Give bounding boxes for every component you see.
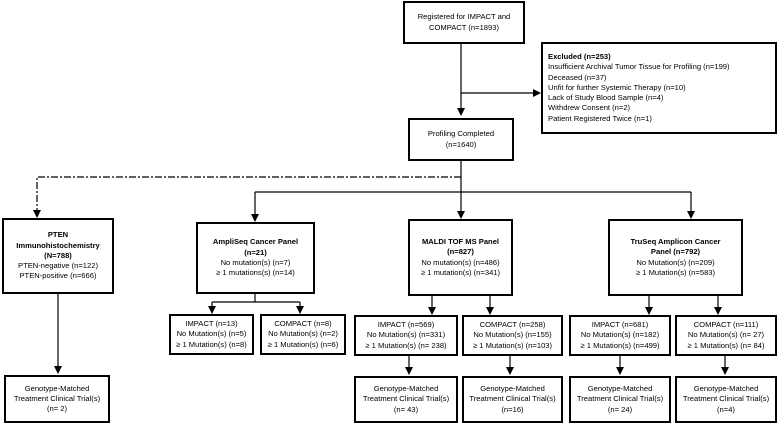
pten-negative: PTEN-negative (n=122) <box>18 261 98 271</box>
excluded-reason: Unfit for further Systemic Therapy (n=10… <box>548 82 686 92</box>
maldi-compact-box: COMPACT (n=258) No Mutation(s) (n=155) ≥… <box>462 315 563 356</box>
registered-box: Registered for IMPACT and COMPACT (n=189… <box>403 1 525 44</box>
trial-line1: Genotype-Matched <box>693 384 759 394</box>
sub-some: ≥ 1 Mutation(s) (n= 238) <box>365 340 447 350</box>
maldi-none: No mutation(s) (n=486) <box>421 257 500 267</box>
trial-box-truseq-compact: Genotype-Matched Treatment Clinical Tria… <box>675 376 777 423</box>
ampliseq-some: ≥ 1 mutations(s) (n=14) <box>216 268 295 278</box>
trial-line1: Genotype-Matched <box>587 384 653 394</box>
ampliseq-none: No mutation(s) (n=7) <box>220 258 291 267</box>
trial-line2: Treatment Clinical Trial(s) <box>576 394 664 404</box>
maldi-impact-box: IMPACT (n=569) No Mutation(s) (n=331) ≥ … <box>354 315 458 356</box>
pten-n: (N=788) <box>44 250 72 260</box>
excluded-reason: Patient Registered Twice (n=1) <box>548 113 652 123</box>
sub-none: No Mutation(s) (n=182) <box>580 330 660 340</box>
sub-none: No Mutation(s) (n= 27) <box>687 330 765 340</box>
pten-positive: PTEN-positive (n=666) <box>19 271 97 281</box>
ampliseq-n: (n=21) <box>244 247 267 257</box>
sub-title: COMPACT (n=8) <box>274 319 332 329</box>
profiling-line1: Profiling Completed <box>427 129 495 139</box>
trial-line1: Genotype-Matched <box>480 384 545 394</box>
pten-title1: PTEN <box>47 230 69 240</box>
excluded-title: Excluded (n=253) <box>548 51 611 61</box>
excluded-reason: Insufficient Archival Tumor Tissue for P… <box>548 62 730 72</box>
sub-some: ≥ 1 Mutation(s) (n= 84) <box>687 340 765 350</box>
trial-box-pten: Genotype-Matched Treatment Clinical Tria… <box>4 375 110 423</box>
profiling-line2: (n=1640) <box>445 139 477 149</box>
trial-line2: Treatment Clinical Trial(s) <box>469 394 556 404</box>
trial-line2: Treatment Clinical Trial(s) <box>13 393 101 403</box>
ampliseq-title: AmpliSeq Cancer Panel <box>212 237 299 247</box>
truseq-title1: TruSeq Amplicon Cancer <box>630 236 721 246</box>
pten-box: PTEN Immunohistochemistry (N=788) PTEN-n… <box>2 218 114 294</box>
sub-none: No Mutation(s) (n=155) <box>473 330 552 340</box>
sub-some: ≥ 1 Mutation(s) (n=103) <box>472 340 553 350</box>
ampliseq-compact-box: COMPACT (n=8) No Mutation(s) (n=2) ≥ 1 M… <box>260 314 346 355</box>
trial-n: (n= 24) <box>607 404 633 414</box>
trial-line2: Treatment Clinical Trial(s) <box>682 394 770 404</box>
trial-line1: Genotype-Matched <box>24 383 90 393</box>
registered-line2: COMPACT (n=1893) <box>429 22 499 32</box>
sub-some: ≥ 1 Mutation(s) (n=6) <box>267 339 339 349</box>
sub-title: IMPACT (n=681) <box>591 320 649 330</box>
sub-title: COMPACT (n=258) <box>479 320 546 330</box>
profiling-box: Profiling Completed (n=1640) <box>408 118 514 161</box>
ampliseq-box: AmpliSeq Cancer Panel (n=21) No mutation… <box>196 222 315 294</box>
excluded-reason: Withdrew Consent (n=2) <box>548 103 631 113</box>
truseq-box: TruSeq Amplicon Cancer Panel (n=792) No … <box>608 219 743 296</box>
registered-line1: Registered for IMPACT and <box>417 12 511 22</box>
maldi-title: MALDI TOF MS Panel <box>421 236 500 246</box>
trial-line2: Treatment Clinical Trial(s) <box>362 394 450 404</box>
pten-title2: Immunohistochemistry <box>16 240 100 250</box>
sub-some: ≥ 1 Mutation(s) (n=8) <box>176 339 247 349</box>
sub-none: No Mutation(s) (n=5) <box>176 329 247 339</box>
trial-line1: Genotype-Matched <box>373 384 439 394</box>
truseq-impact-box: IMPACT (n=681) No Mutation(s) (n=182) ≥ … <box>569 315 671 356</box>
trial-n: (n= 2) <box>46 404 68 414</box>
excluded-reason: Lack of Study Blood Sample (n=4) <box>548 93 664 103</box>
excluded-box: Excluded (n=253) Insufficient Archival T… <box>541 42 777 134</box>
trial-box-maldi-compact: Genotype-Matched Treatment Clinical Tria… <box>462 376 563 423</box>
ampliseq-impact-box: IMPACT (n=13) No Mutation(s) (n=5) ≥ 1 M… <box>169 314 254 355</box>
maldi-box: MALDI TOF MS Panel (n=827) No mutation(s… <box>408 219 513 296</box>
maldi-some: ≥ 1 mutation(s) (n=341) <box>420 267 501 277</box>
sub-title: IMPACT (n=13) <box>185 319 238 329</box>
truseq-none: No Mutation(s) (n=209) <box>636 257 715 267</box>
trial-box-maldi-impact: Genotype-Matched Treatment Clinical Tria… <box>354 376 458 423</box>
truseq-some: ≥ 1 Mutation(s) (n=583) <box>635 267 716 277</box>
sub-title: COMPACT (n=111) <box>693 320 759 330</box>
maldi-n: (n=827) <box>447 247 474 257</box>
sub-some: ≥ 1 Mutation(s) (n=499) <box>580 340 660 350</box>
trial-n: (n= 43) <box>393 404 419 414</box>
sub-title: IMPACT (n=569) <box>377 320 435 330</box>
truseq-title2: Panel (n=792) <box>650 247 701 257</box>
sub-none: No Mutation(s) (n=331) <box>366 330 446 340</box>
trial-n: (n=4) <box>717 404 735 414</box>
trial-box-truseq-impact: Genotype-Matched Treatment Clinical Tria… <box>569 376 671 423</box>
sub-none: No Mutation(s) (n=2) <box>268 329 338 339</box>
trial-n: (n=16) <box>501 404 524 414</box>
truseq-compact-box: COMPACT (n=111) No Mutation(s) (n= 27) ≥… <box>675 315 777 356</box>
excluded-reason: Deceased (n=37) <box>548 72 607 82</box>
